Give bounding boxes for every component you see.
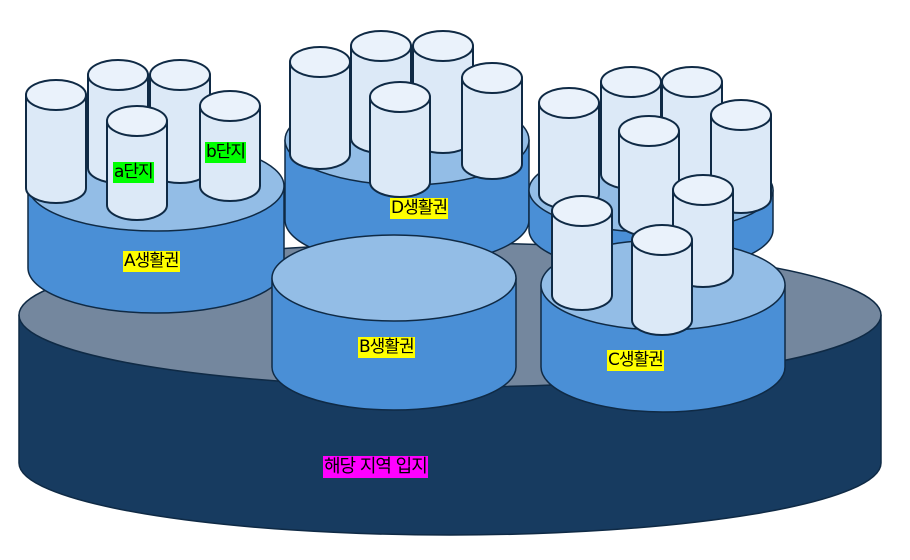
d-building-5 [369,81,431,198]
d-building-5-top [369,81,431,113]
zone-b-top [271,234,517,322]
a-building-1 [25,79,87,204]
a-building-1-side [25,94,87,204]
c-building-8 [631,224,693,336]
c-building-8-side [631,239,693,336]
c-building-5 [618,115,680,237]
c-building-1 [538,87,600,210]
d-building-3-top [412,30,474,62]
d-building-2-top [350,30,412,62]
base-label: 해당 지역 입지 [323,456,428,478]
c-building-8-top [631,224,693,256]
d-building-4-top [461,62,523,94]
a-building-3-top [149,59,211,91]
d-building-4 [461,62,523,180]
a-building-4-top [199,90,261,122]
a-building-5-top [106,105,168,137]
c-building-6-top [672,174,734,206]
c-building-2-top [600,66,662,98]
d-building-4-side [461,77,523,180]
zone-b [271,234,517,411]
zone-label-b: B생활권 [358,337,415,358]
c-building-4-top [710,99,772,131]
complex-label-a: a단지 [113,162,154,183]
a-building-2-top [87,59,149,91]
a-building-1-top [25,79,87,111]
c-building-7-top [551,195,613,227]
zone-label-c: C생활권 [607,350,664,371]
d-building-1-top [289,46,351,78]
c-building-1-top [538,87,600,119]
c-building-5-top [618,115,680,147]
zone-label-d: D생활권 [390,198,448,219]
d-building-1 [289,46,351,170]
zone-label-a: A생활권 [123,251,180,272]
complex-label-b: b단지 [205,142,246,163]
d-building-1-side [289,61,351,170]
c-building-7-side [551,210,613,311]
c-building-3-top [661,66,723,98]
d-building-5-side [369,96,431,198]
c-building-7 [551,195,613,311]
